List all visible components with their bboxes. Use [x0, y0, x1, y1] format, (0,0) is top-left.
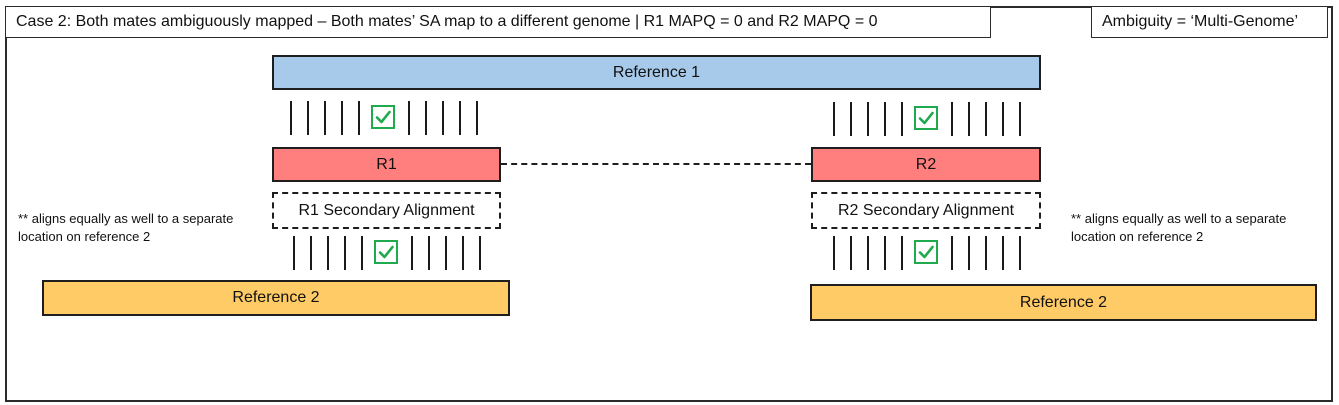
alignment-tick: [884, 236, 886, 270]
r1-read-bar: R1: [272, 147, 501, 182]
alignment-tick: [290, 101, 292, 135]
alignment-tick: [327, 236, 329, 270]
r2-secondary-label: R2 Secondary Alignment: [837, 201, 1015, 219]
alignment-tick: [968, 102, 970, 136]
alignment-tick: [901, 236, 903, 270]
r2-reference2-alignment-ticks: [833, 236, 1023, 270]
alignment-tick: [884, 102, 886, 136]
alignment-tick: [479, 236, 481, 270]
alignment-tick: [310, 236, 312, 270]
mate-pair-link: [501, 163, 811, 165]
ambiguity-label-text: Ambiguity = ‘Multi-Genome’: [1102, 13, 1299, 30]
left-note: ** aligns equally as well to a separate …: [18, 210, 233, 246]
alignment-tick: [408, 101, 410, 135]
r1-label: R1: [376, 155, 397, 173]
left-reference-2-label: Reference 2: [232, 289, 320, 306]
alignment-tick: [428, 236, 430, 270]
checkbox-check-icon: [374, 240, 398, 264]
checkbox-check-icon: [914, 240, 938, 264]
alignment-tick: [968, 236, 970, 270]
alignment-tick: [1019, 236, 1021, 270]
checkbox-check-icon: [371, 105, 395, 129]
alignment-tick: [867, 236, 869, 270]
right-note-line: ** aligns equally as well to a separate: [1071, 211, 1287, 226]
r1-secondary-label: R1 Secondary Alignment: [298, 201, 475, 219]
alignment-tick: [833, 236, 835, 270]
r2-read-bar: R2: [811, 147, 1041, 182]
alignment-tick: [850, 102, 852, 136]
alignment-tick: [341, 101, 343, 135]
alignment-tick: [1002, 102, 1004, 136]
alignment-tick: [1002, 236, 1004, 270]
ambiguity-label: Ambiguity = ‘Multi-Genome’: [1091, 6, 1328, 38]
alignment-tick: [833, 102, 835, 136]
left-note-line: ** aligns equally as well to a separate: [18, 211, 234, 226]
alignment-tick: [445, 236, 447, 270]
alignment-tick: [951, 102, 953, 136]
alignment-tick: [985, 102, 987, 136]
alignment-tick: [850, 236, 852, 270]
alignment-tick: [344, 236, 346, 270]
alignment-tick: [293, 236, 295, 270]
reference-1-bar: Reference 1: [272, 55, 1041, 90]
r1-reference2-alignment-ticks: [293, 236, 483, 270]
alignment-tick: [307, 101, 309, 135]
case-title: Case 2: Both mates ambiguously mapped – …: [5, 6, 991, 38]
reference-1-label: Reference 1: [612, 63, 701, 81]
right-note: ** aligns equally as well to a separate …: [1071, 210, 1286, 246]
r2-reference1-alignment-ticks: [833, 102, 1023, 136]
left-reference-2-bar: Reference 2: [42, 280, 510, 316]
alignment-tick: [867, 102, 869, 136]
r2-secondary-alignment: R2 Secondary Alignment: [811, 192, 1041, 229]
alignment-tick: [425, 101, 427, 135]
alignment-tick: [358, 101, 360, 135]
alignment-tick: [985, 236, 987, 270]
alignment-tick: [462, 236, 464, 270]
alignment-tick: [411, 236, 413, 270]
checkbox-check-icon: [914, 106, 938, 130]
alignment-tick: [951, 236, 953, 270]
alignment-tick: [324, 101, 326, 135]
right-reference-2-bar: Reference 2: [810, 284, 1317, 321]
right-reference-2-label: Reference 2: [1019, 293, 1108, 311]
alignment-tick: [442, 101, 444, 135]
alignment-tick: [901, 102, 903, 136]
alignment-tick: [459, 101, 461, 135]
r2-label: R2: [915, 155, 937, 173]
left-note-line: location on reference 2: [18, 229, 151, 244]
r1-reference1-alignment-ticks: [290, 101, 480, 135]
r1-secondary-alignment: R1 Secondary Alignment: [272, 192, 501, 229]
alignment-tick: [1019, 102, 1021, 136]
alignment-tick: [476, 101, 478, 135]
case-title-text: Case 2: Both mates ambiguously mapped – …: [16, 13, 878, 30]
alignment-tick: [361, 236, 363, 270]
right-note-line: location on reference 2: [1071, 229, 1204, 244]
